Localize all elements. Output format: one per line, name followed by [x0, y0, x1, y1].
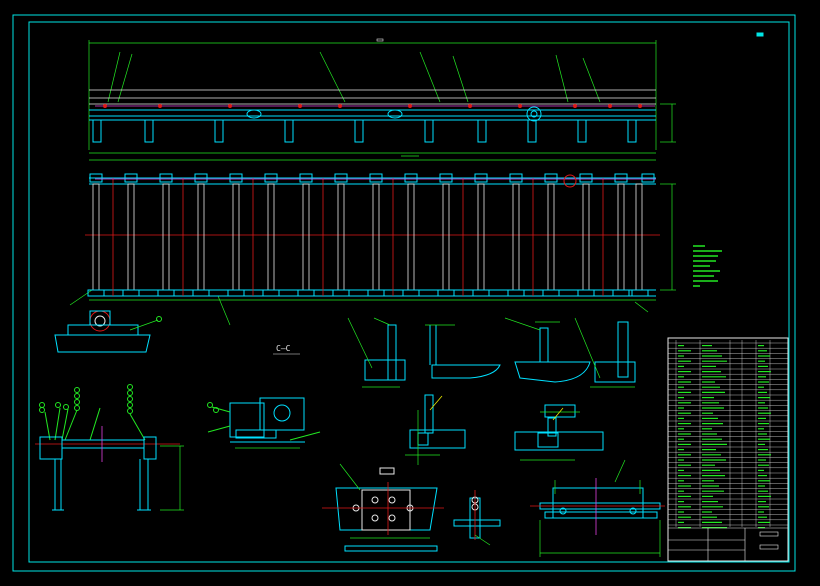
outer-border — [12, 14, 796, 572]
roller-dimensions — [539, 480, 661, 557]
drawing-frame — [12, 14, 796, 572]
roller-section-detail — [530, 459, 665, 557]
mount-left — [405, 394, 466, 465]
base-plate-detail — [322, 463, 444, 552]
bracket-1 — [347, 317, 406, 388]
technical-notes — [693, 245, 722, 287]
bracket-4 — [574, 317, 636, 388]
base-plate-rail — [344, 537, 438, 552]
plan-rollers — [92, 183, 643, 291]
elevation-rails — [89, 109, 656, 121]
motor-outline — [229, 397, 305, 443]
bolt-assembly-detail — [453, 490, 501, 546]
bracket-2 — [425, 324, 501, 379]
bracket-3 — [504, 317, 591, 383]
side-shaft — [39, 436, 157, 511]
corner-mark — [756, 32, 764, 37]
elevation-frame-lines — [89, 89, 656, 105]
section-label-text: C—C — [276, 344, 291, 353]
part-balloons-left — [39, 384, 146, 441]
elevation-roller-markers — [103, 104, 642, 108]
motor-balloons — [207, 402, 321, 441]
parts-list-grid — [668, 340, 788, 527]
title-block-footer — [668, 527, 788, 561]
plan-bearing-blocks-bottom — [87, 289, 649, 297]
inner-border — [28, 21, 790, 563]
title-block-border — [667, 337, 789, 562]
bracket-details — [347, 317, 636, 388]
plan-view — [69, 155, 676, 326]
plan-frame — [89, 177, 656, 297]
motor-drive-detail — [207, 397, 321, 449]
roller-body — [539, 487, 661, 519]
elevation-drive-units — [246, 106, 542, 122]
plan-centerlines — [85, 178, 660, 296]
section-c-label: C—C — [273, 344, 300, 355]
parts-list-entries — [678, 345, 771, 529]
elevation-dimension-lines — [88, 40, 676, 154]
title-block — [667, 337, 789, 562]
elevation-leader-tags — [376, 38, 384, 42]
top-elevation-view — [88, 38, 676, 154]
side-section-detail — [35, 384, 184, 511]
side-dimension — [160, 445, 184, 511]
plan-detail-circle — [563, 174, 577, 188]
mount-right — [514, 404, 604, 461]
bearing-housing-detail — [54, 310, 162, 353]
plan-bearing-blocks-top — [89, 173, 655, 183]
elevation-support-legs — [92, 119, 637, 143]
mount-details — [405, 394, 604, 465]
